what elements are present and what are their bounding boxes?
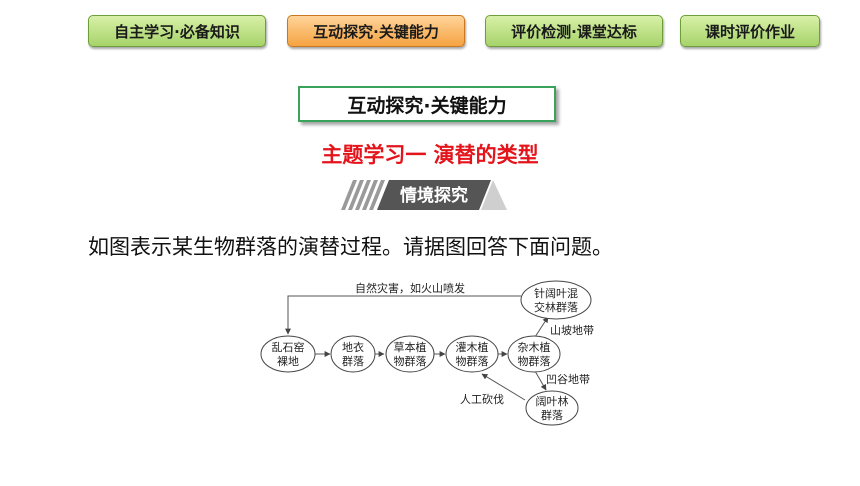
- svg-text:针阔叶混: 针阔叶混: [534, 286, 578, 300]
- arrow-logging: [481, 373, 526, 401]
- scenario-banner: 情境探究: [341, 180, 507, 210]
- banner-label: 情境探究: [400, 185, 468, 206]
- tab-self-study-label: 自主学习·必备知识: [114, 22, 240, 41]
- tab-evaluation[interactable]: 评价检测·课堂达标: [485, 15, 663, 47]
- disaster-arrow: [285, 295, 521, 335]
- svg-text:杂木植: 杂木植: [518, 340, 551, 354]
- svg-text:乱石窑: 乱石窑: [272, 340, 305, 354]
- succession-diagram: 自然灾害，如火山喷发 山坡地带 凹谷地带 人工砍伐 乱石窑 裸地 地衣 群落 草…: [260, 280, 594, 426]
- arrow-mixed-conifer: [534, 316, 549, 338]
- node-shrub: 灌木植 物群落: [445, 335, 499, 373]
- svg-text:物群落: 物群落: [456, 354, 489, 368]
- topic-heading: 主题学习一 演替的类型: [321, 143, 539, 167]
- svg-text:群落: 群落: [342, 354, 364, 368]
- hatch-decoration: [341, 180, 385, 210]
- disaster-label: 自然灾害，如火山喷发: [355, 281, 465, 295]
- tab-self-study[interactable]: 自主学习·必备知识: [88, 15, 266, 47]
- tab-homework-label: 课时评价作业: [704, 22, 795, 41]
- tab-evaluation-label: 评价检测·课堂达标: [511, 22, 637, 41]
- slope-label: 山坡地带: [550, 324, 594, 337]
- valley-label: 凹谷地带: [546, 373, 590, 386]
- svg-text:物群落: 物群落: [518, 354, 551, 368]
- arrow-mixed-broadleaf: [534, 370, 547, 391]
- section-title: 互动探究·关键能力: [298, 86, 556, 122]
- logging-label: 人工砍伐: [460, 392, 504, 406]
- svg-text:灌木植: 灌木植: [456, 340, 489, 354]
- node-herb: 草本植 物群落: [385, 335, 435, 373]
- node-mixed: 杂木植 物群落: [507, 335, 561, 373]
- svg-text:草本植: 草本植: [394, 340, 427, 354]
- node-conifer: 针阔叶混 交林群落: [520, 280, 592, 320]
- svg-text:物群落: 物群落: [394, 354, 427, 368]
- tab-interactive-inquiry[interactable]: 互动探究·关键能力: [287, 15, 465, 47]
- tab-interactive-inquiry-label: 互动探究·关键能力: [313, 22, 439, 41]
- tab-homework[interactable]: 课时评价作业: [680, 15, 820, 47]
- intro-text: 如图表示某生物群落的演替过程。请据图回答下面问题。: [88, 235, 613, 259]
- node-lichen: 地衣 群落: [330, 335, 376, 373]
- svg-text:阔叶林: 阔叶林: [536, 394, 569, 408]
- node-broadleaf: 阔叶林 群落: [525, 390, 579, 426]
- svg-text:交林群落: 交林群落: [534, 300, 578, 314]
- svg-text:地衣: 地衣: [342, 340, 364, 354]
- svg-text:群落: 群落: [541, 408, 563, 422]
- node-rock: 乱石窑 裸地: [260, 335, 316, 373]
- svg-text:裸地: 裸地: [277, 354, 299, 368]
- section-title-text: 互动探究·关键能力: [347, 94, 507, 117]
